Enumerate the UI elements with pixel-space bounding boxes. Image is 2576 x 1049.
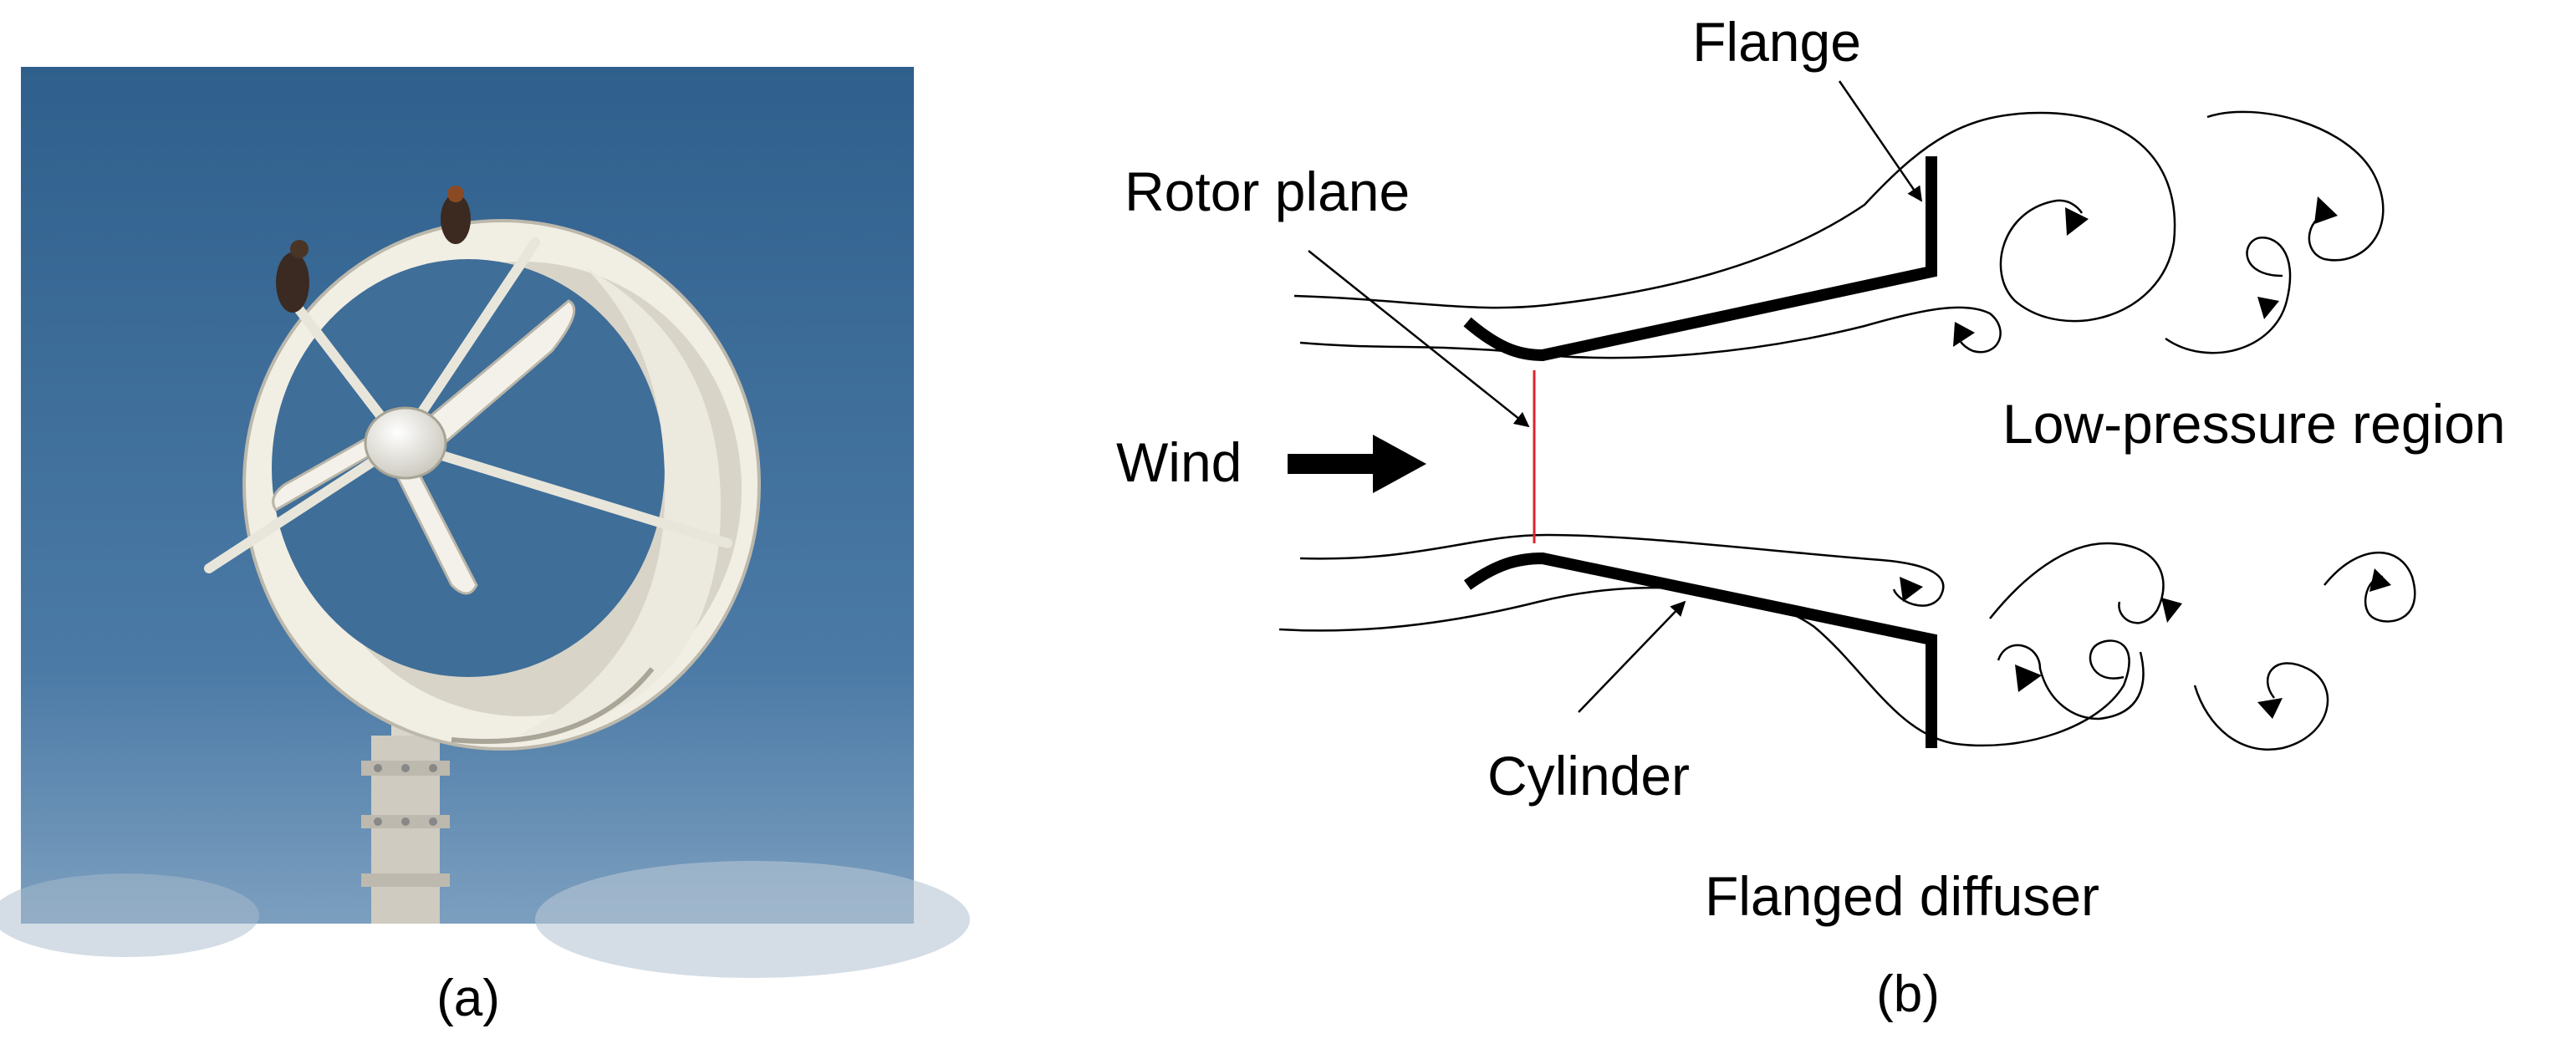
streamlines — [1278, 110, 2416, 751]
rotor-plane-leader — [1308, 250, 1530, 428]
caption-b: (b) — [1876, 965, 1940, 1023]
birds — [276, 186, 471, 313]
cylinder-label: Cylinder — [1487, 745, 1690, 807]
streamline-top-outer — [1293, 111, 2176, 323]
haze — [0, 873, 259, 957]
wind-lens-turbine-photo — [0, 67, 970, 978]
flange-label: Flange — [1692, 11, 1861, 73]
vortex-bottom-far — [2193, 551, 2416, 751]
wind-arrow — [1288, 435, 1426, 493]
streamline-bottom-inner — [1299, 533, 1945, 607]
cylinder-leader — [1578, 600, 1686, 713]
vortex-top-far — [2165, 110, 2385, 354]
diffuser-upper-wall — [1463, 156, 1937, 362]
flanged-diffuser-walls — [1463, 156, 1937, 748]
rotor-hub — [364, 406, 447, 480]
caption-a: (a) — [436, 970, 500, 1027]
rotor-blades — [272, 299, 576, 595]
haze — [535, 861, 970, 978]
vortex-bottom-mid — [1997, 644, 2145, 721]
vortex-arrowheads — [1900, 196, 2391, 719]
panel-b: Flange Rotor plane Wind Low-pressure reg… — [1116, 11, 2506, 1023]
panel-a: (a) — [0, 67, 970, 1027]
diagram-title: Flanged diffuser — [1705, 865, 2099, 927]
leader-lines — [1308, 80, 1923, 713]
streamline-top-inner — [1299, 306, 2002, 359]
flange-leader — [1838, 80, 1923, 202]
rotor-plane-label: Rotor plane — [1125, 160, 1410, 222]
diffuser-lower-wall — [1463, 552, 1937, 748]
wind-label: Wind — [1116, 431, 1242, 493]
streamline-bottom-outer — [1278, 542, 2165, 747]
low-pressure-label: Low-pressure region — [2002, 393, 2506, 455]
